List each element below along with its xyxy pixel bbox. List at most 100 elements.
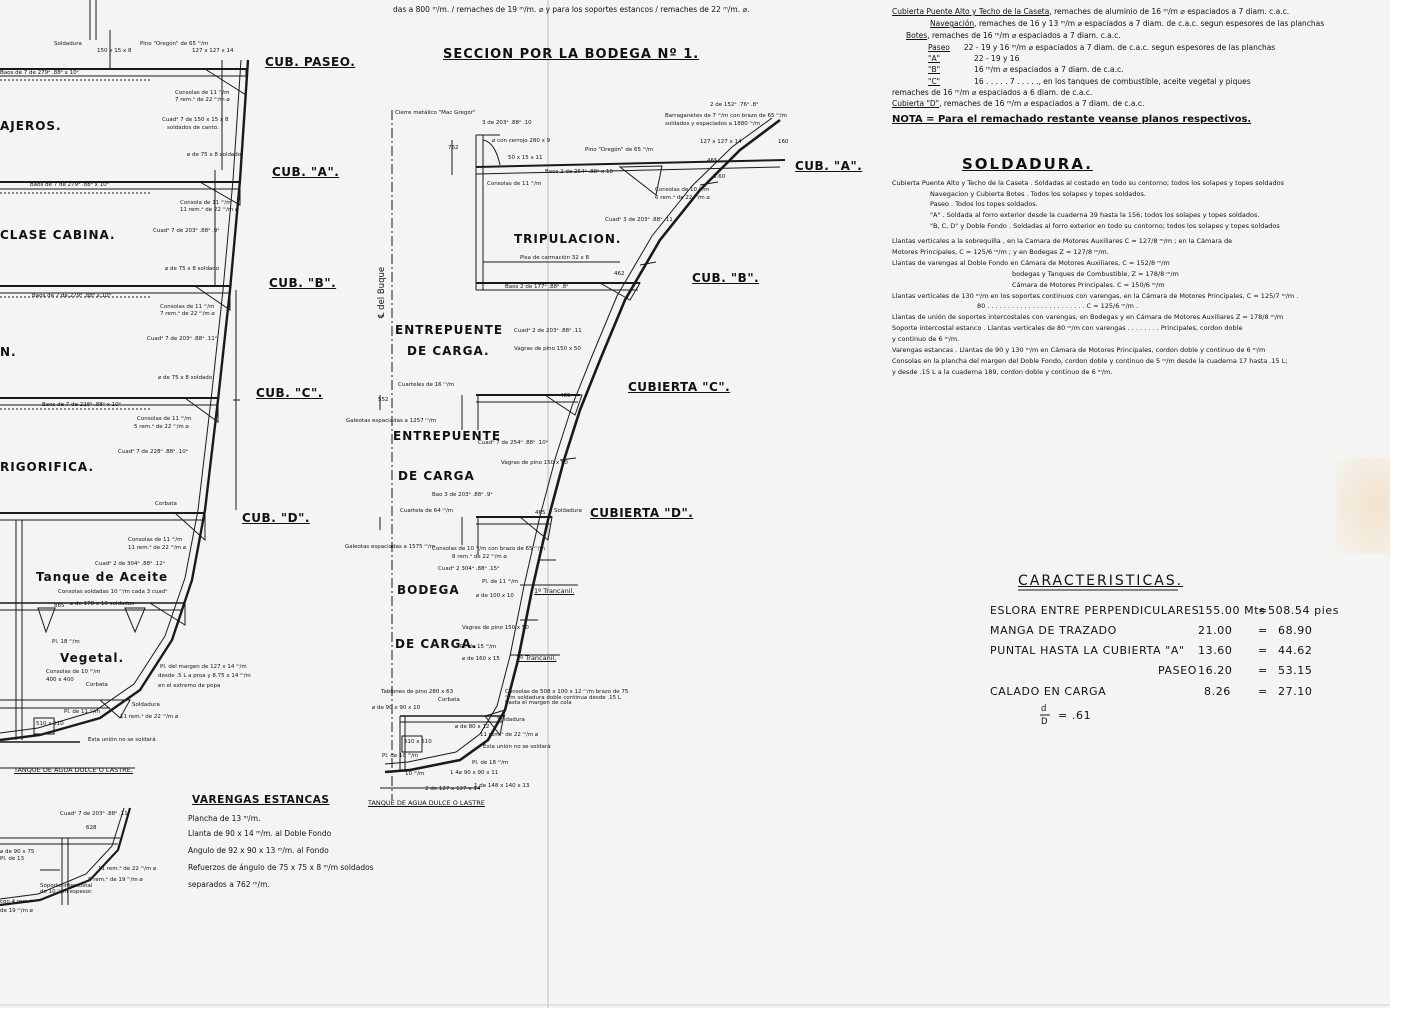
varengas-line-3: Angulo de 92 x 90 x 13 ᵐ/m. al Fondo (188, 846, 329, 855)
label-cuad-203-2: Cuadᵃ 7 de 203ᵃ .88ᵃ .11ᵃ (147, 336, 217, 342)
remachado-line-3: Botes, remaches de 16 ᵐ/m ⌀ espaciados a… (906, 31, 1121, 40)
soldadura-line-3: Paseo . Todos los topes soldados. (930, 200, 1038, 208)
deck-c-left: CUB. "C". (256, 386, 323, 400)
soldadura-line-12: 80 . . . . . . . . . . . . . . . . . . .… (977, 302, 1139, 310)
label-cuad-304-mid: Cuadᵃ 2 304ᵃ .88ᵃ .15ᵃ (438, 566, 500, 572)
label-baos-paseo: Baos de 7 de 279ᵃ .88ᵃ x 10ᵃ (0, 70, 79, 76)
dim-160: 160 (778, 139, 789, 145)
label-vagras-3: Vagras de pino 150 x 50 (462, 625, 529, 631)
label-pino-oregon: Pino "Oregón" de 65 ᵐ/m (140, 41, 209, 47)
label-bao-3: Bao 3 de 203ᵃ .88ᵃ .9ᵃ (432, 492, 493, 498)
label-galeotas-2: Galeotas espaciadas a 1575 ᵐ/m (345, 544, 436, 550)
label-baos-b: Baos de 7 de 279ᵃ .88ᵃ x 10ᵃ (32, 293, 111, 299)
label-desde: desde .5 L a proa y 8.75 x 14 ᵐ/m (158, 673, 251, 679)
label-consolas-5: Consolas de 11 ᵐ/m (128, 537, 183, 543)
soldadura-line-10: Cámara de Motores Principales. C = 150/6… (1012, 281, 1165, 289)
label-rem-6: 11 rem.ᵃ de 22 ᵐ/m ⌀ (120, 714, 179, 720)
stringer-1: 1º Trancanil. (534, 587, 575, 595)
soldadura-line-6: Llantas verticales a la sobrequilla , en… (892, 237, 1233, 245)
car-row-paseo-label: PASEO (1158, 664, 1198, 677)
dim-552: 552 (378, 397, 389, 403)
car-row-eslora-eq: = (1258, 604, 1268, 617)
label-barraganetes: Barraganetes de 7 ᵐ/m con brazo de 65 ᵐ/… (665, 113, 787, 119)
label-corbata-mid: Corbata (438, 697, 460, 703)
car-row-puntal-b: 44.62 (1278, 644, 1313, 657)
label-extremo-popa: en el extremo de popa (158, 683, 221, 689)
varengas-line-1: Plancha de 13 ᵐ/m. (188, 814, 261, 823)
label-cerrojo: ⌀ con cerrojo 280 x 9 (492, 138, 551, 144)
compartment-clase-cabina: CLASE CABINA. (0, 228, 116, 242)
compartment-n: N. (0, 345, 17, 359)
label-fl-100: ⌀ de 100 x 10 (476, 593, 514, 599)
remachado-line-2: Navegación, remaches de 16 y 13 ᵐ/m ⌀ es… (930, 19, 1325, 28)
label-bl-soporte: Soporte intercostal de 10 ᵐ/m espesor. (40, 883, 93, 895)
label-consolas-3: Consolas de 11 ᵐ/m (160, 304, 215, 310)
center-line-label: ℄ del Buque (377, 266, 387, 318)
remachado-line-8: remaches de 16 ᵐ/m ⌀ espaciados a 6 diam… (892, 88, 1093, 97)
label-cuad-228: Cuadᵃ 7 de 228ᵃ .88ᵃ .10ᵃ (118, 449, 188, 455)
car-row-manga-a: 21.00 (1198, 624, 1233, 637)
label-10mm: 10 ᵐ/m (405, 771, 425, 777)
label-pl-18: Pl. 18 ᵐ/m (52, 639, 80, 645)
label-fl-75-1: ⌀ de 75 x 8 soldado (187, 152, 242, 158)
car-row-paseo-b: 53.15 (1278, 664, 1313, 677)
label-bl-cuad: Cuadᵃ 7 de 203ᵃ .88ᵃ .11ᵃ (60, 811, 130, 817)
compartment-pasajeros: AJEROS. (0, 119, 62, 133)
label-cuartela: Cuartela de 64 ᵐ/m (400, 508, 454, 514)
varengas-line-4: Refuerzos de ángulo de 75 x 75 x 8 ᵐ/m s… (188, 863, 374, 872)
soldadura-line-4: "A" . Soldada al forro exterior desde la… (930, 211, 1260, 219)
compartment-de-carga-2: DE CARGA (398, 469, 475, 483)
dim-860: 8.60 (713, 174, 726, 180)
label-cierre-mac-gregor: Cierre metálico "Mac Gregor" (395, 110, 476, 116)
deck-a-left: CUB. "A". (272, 165, 340, 179)
soldadura-line-18: y desde .15 L a la cuaderna 189, cordon … (892, 368, 1113, 376)
label-baos-c: Baos de 7 de 228ᵃ .88ᵃ x 10ᵃ (42, 402, 121, 408)
deck-b-left: CUB. "B". (269, 276, 337, 290)
label-rem-3: 7 rem.ᵃ de 22 ᵐ/m ⌀ (160, 311, 215, 317)
dim-465-a: 465 (707, 158, 718, 164)
compartment-de-carga-3: DE CARGA. (395, 637, 478, 651)
label-510-left: 510 x 510 (36, 721, 64, 727)
label-cuarteles: Cuarteles de 16 ᵐ/m (398, 382, 455, 388)
label-consolas-508: Consolas de 508 x 100 x 12 ᵐ/m brazo de … (505, 689, 629, 706)
label-8-rem: 8 rem.ᵃ de 22 ᵐ/m ⌀ (452, 554, 507, 560)
label-esta-union-left: Esta unión no se soldará (88, 737, 156, 743)
car-row-manga-label: MANGA DE TRAZADO (990, 624, 1117, 637)
label-fl-75-3: ⌀ de 75 x 8 soldado (158, 375, 213, 381)
label-fl-160: ⌀ de 160 x 15 (462, 656, 500, 662)
label-50x15: 50 x 15 x 11 (508, 155, 543, 161)
car-row-puntal-label: PUNTAL HASTA LA CUBIERTA "A" (990, 644, 1185, 657)
label-pl-11: Pl. de 11 ᵐ/m (64, 709, 101, 715)
compartment-bodega: BODEGA (397, 583, 460, 597)
label-pl-margen: Pl. del margen de 127 x 14 ᵐ/m (160, 664, 247, 670)
soldadura-line-1: Cubierta Puente Alto y Techo de la Caset… (892, 179, 1285, 187)
label-885: 885 (54, 603, 65, 609)
label-vagras-1: Vagras de pino 150 x 50 (514, 346, 581, 352)
label-soldadura-mid: Soldadura (497, 717, 525, 723)
label-esta-union-mid: Esta unión no se soldará (483, 744, 551, 750)
label-cuad-203-mid: Cuadᵃ 3 de 203ᵃ .88ᵃ .11 (605, 217, 673, 223)
compartment-frigorifica: RIGORIFICA. (0, 460, 94, 474)
compartment-tanque-agua-mid: TANQUE DE AGUA DULCE O LASTRE (368, 799, 485, 807)
soldadura-line-13: Llantas de unión de soportes intercostal… (892, 313, 1284, 321)
caracteristicas-title: CARACTERISTICAS. (1018, 573, 1184, 589)
label-150x15: 150 x 15 x 8 (97, 48, 132, 54)
label-soldados-espaciados: soldados y espaciados a 1880 ᵐ/m (665, 121, 761, 127)
label-fl-90: ⌀ de 90 x 90 x 10 (372, 705, 421, 711)
label-soldadura-2: Soldadura (132, 702, 160, 708)
label-cuad-150: Cuadᵃ 7 de 150 x 15 x 8 (162, 117, 229, 123)
label-2-de-127: 2 de 127 x 127 x 14 (425, 786, 481, 792)
sheet-margin-bottom (0, 1008, 1404, 1020)
label-bl-628: 628 (86, 825, 97, 831)
car-row-calado-b: 27.10 (1278, 685, 1313, 698)
label-rem-2: 11 rem.ᵃ de 22 ᵐ/m ⌀ (180, 207, 239, 213)
label-cuad-304: Cuadᵃ 2 de 304ᵃ .88ᵃ .12ᵃ (95, 561, 165, 567)
deck-d-mid: CUBIERTA "D". (590, 506, 694, 520)
label-fl-80: ⌀ de 80 x 12 (455, 724, 490, 730)
varengas-title: VARENGAS ESTANCAS (192, 794, 330, 806)
compartment-entrepuente-2: ENTREPUENTE (393, 429, 502, 443)
label-pino-oregon-mid: Pino "Oregón" de 65 ᵐ/m (585, 147, 654, 153)
soldadura-line-16: Varengas estancas . Llantas de 90 y 130 … (892, 346, 1266, 354)
